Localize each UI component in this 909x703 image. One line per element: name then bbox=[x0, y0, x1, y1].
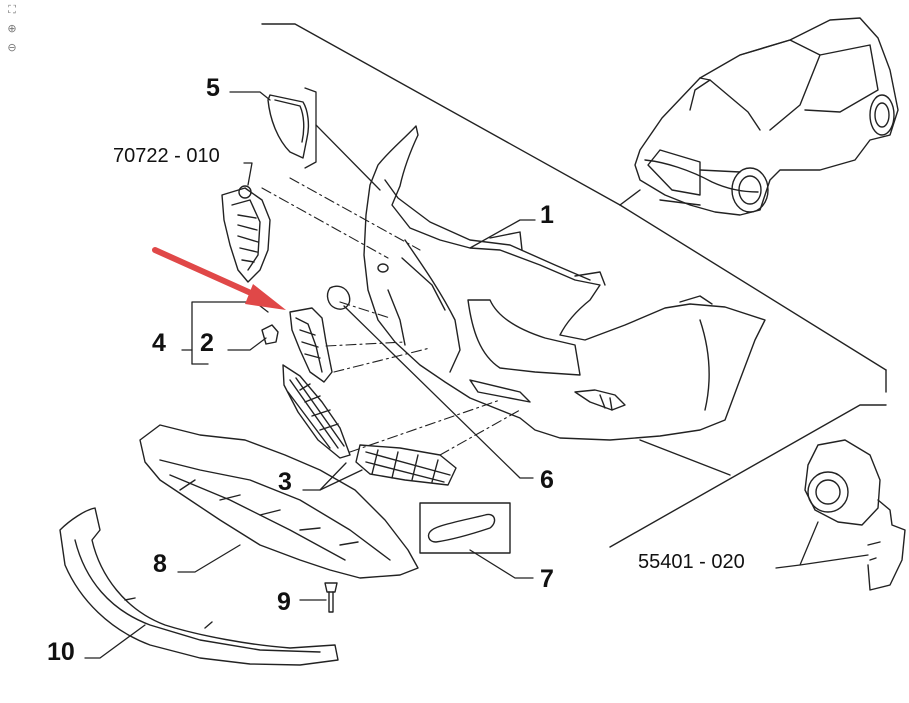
part-3-grilles bbox=[282, 364, 457, 486]
label-6: 6 bbox=[540, 466, 554, 494]
exploded-outline bbox=[261, 23, 887, 548]
part-9-bolt bbox=[324, 582, 338, 613]
fog-light bbox=[804, 439, 906, 591]
label-ref-foglight: 55401 - 020 bbox=[638, 551, 745, 573]
part-7-adhesive bbox=[419, 502, 511, 554]
label-8: 8 bbox=[153, 550, 167, 578]
highlight-arrow bbox=[152, 247, 286, 310]
part-2-clip bbox=[261, 324, 279, 345]
label-7: 7 bbox=[540, 565, 554, 593]
part-10-lip-spoiler bbox=[59, 507, 339, 666]
part-4-side-grille bbox=[289, 307, 333, 383]
label-1: 1 bbox=[540, 201, 554, 229]
label-9: 9 bbox=[277, 588, 291, 616]
part-5-cover bbox=[267, 94, 310, 159]
car-illustration bbox=[634, 17, 899, 216]
label-4: 4 bbox=[152, 329, 166, 357]
part-6-gasket bbox=[326, 285, 351, 310]
part-8-undertray bbox=[139, 424, 419, 579]
label-ref-grille: 70722 - 010 bbox=[113, 145, 220, 167]
zoom-in-icon[interactable]: ⊕ bbox=[7, 22, 17, 35]
front-grille bbox=[221, 185, 271, 283]
label-5: 5 bbox=[206, 74, 220, 102]
leader-lines bbox=[84, 87, 869, 659]
zoom-out-icon[interactable]: ⊖ bbox=[7, 41, 17, 54]
label-10: 10 bbox=[47, 638, 75, 666]
explosion-lines bbox=[261, 177, 521, 456]
fit-page-icon[interactable]: ⛶ bbox=[8, 3, 16, 16]
front-bumper bbox=[363, 125, 766, 441]
label-2: 2 bbox=[200, 329, 214, 357]
label-3: 3 bbox=[278, 468, 292, 496]
